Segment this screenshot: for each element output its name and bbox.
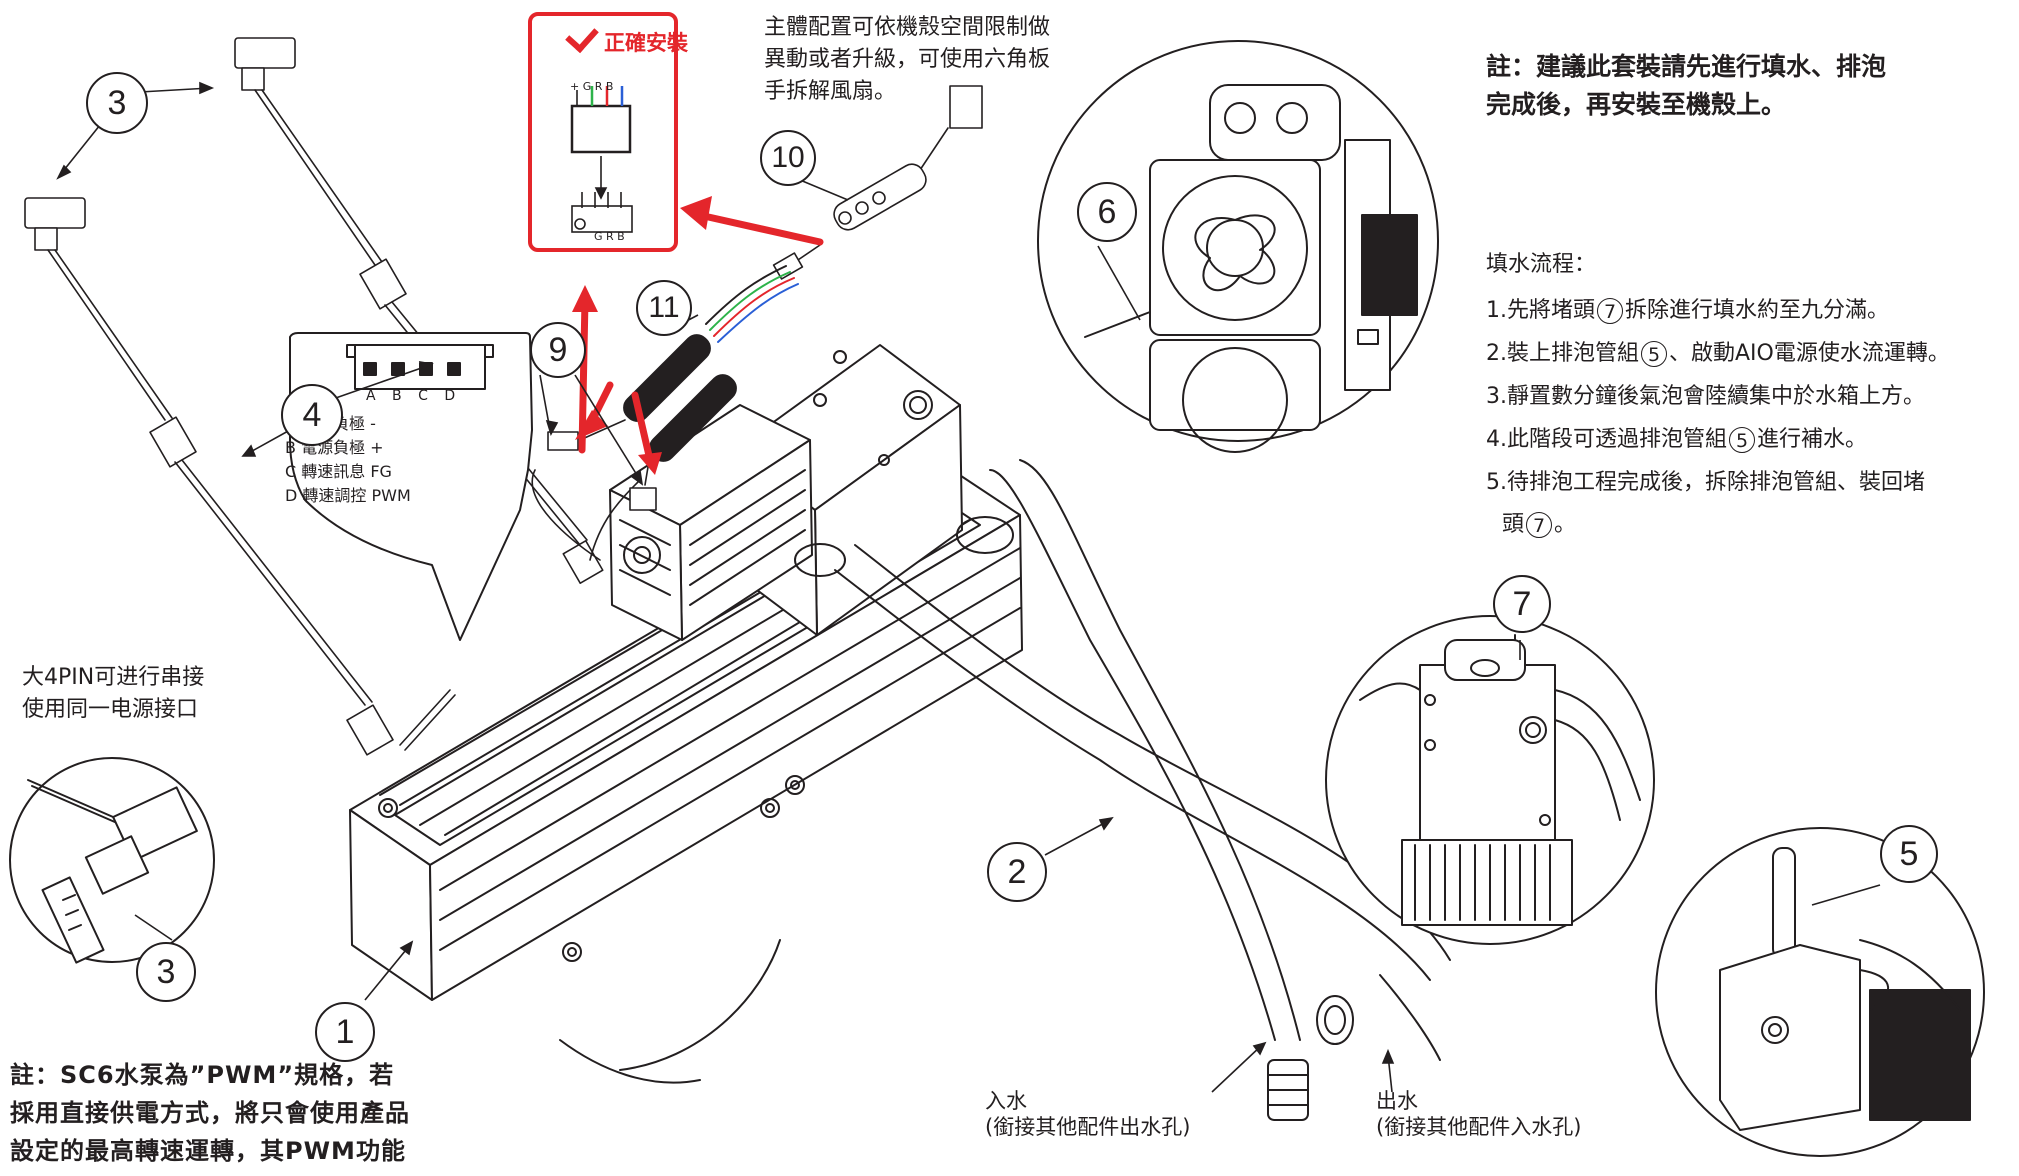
main-body-note: 主體配置可依機殼空間限制做 異動或者升級，可使用六角板 手拆解風扇。 [764,15,1051,104]
correct-install-label: 正確安裝 [565,18,688,57]
rgb-wires [705,265,799,343]
fill-process-title: 填水流程： [1486,252,1597,277]
red-arrows [572,196,824,475]
top-pins-label: + G R B [570,80,614,93]
daisy-chain-note: 大4PIN可进行串接 使用同一电源接口 [22,665,205,722]
callout-9: 9 [530,322,586,378]
callout-6: 6 [1077,182,1137,242]
callout-3-top: 3 [86,72,148,134]
callout-7: 7 [1493,575,1551,633]
water-outlet-label: 出水 (銜接其他配件入水孔) [1376,1089,1582,1139]
fill-step-3: 3.靜置數分鐘後氣泡會陸續集中於水箱上方。 [1486,384,1925,409]
water-inlet-label: 入水 (銜接其他配件出水孔) [985,1089,1191,1139]
connector-diagram [570,86,633,233]
top-right-note: 註：建議此套裝請先進行填水、排泡 完成後，再安裝至機殼上。 [1486,52,1887,119]
bottom-pins-label: G R B [594,230,625,243]
callout-2: 2 [987,842,1047,902]
callout-11: 11 [636,280,692,336]
callout-1: 1 [315,1002,375,1062]
pump-drawing [609,344,1014,641]
fill-step-5: 5.待排泡工程完成後，拆除排泡管組、裝回堵 [1486,470,1925,495]
callout-5: 5 [1880,825,1938,883]
callout-10: 10 [760,130,816,186]
bottom-left-note: 註：SC6水泵為”PWM”規格，若 採用直接供電方式，將只會使用產品 設定的最高… [10,1061,410,1165]
pin-letters: A B C D [366,388,456,404]
leader-lines [56,81,1881,1093]
callout-4: 4 [281,384,343,446]
correct-install-box [528,12,678,252]
callout-3-bottom: 3 [136,942,196,1002]
cable-drawing [24,37,641,756]
